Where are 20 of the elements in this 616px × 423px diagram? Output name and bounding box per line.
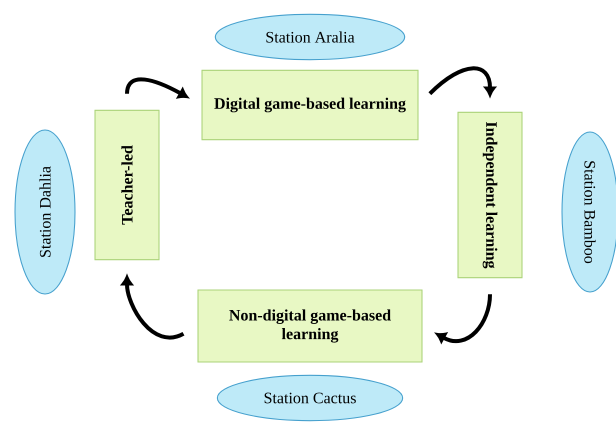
station-ellipse — [214, 14, 406, 60]
station-label: Station Cactus — [264, 392, 356, 404]
station-ellipse — [561, 131, 616, 293]
station-ellipse — [14, 129, 76, 295]
station-label: Station Bamboo — [584, 161, 596, 264]
activity-box — [201, 70, 419, 140]
curved-arrow — [428, 66, 496, 96]
station-label: Station Aralia — [266, 31, 354, 43]
activity-box — [197, 289, 423, 363]
activity-label: Non-digital game-based learning — [229, 309, 391, 343]
activity-label: Independent learning — [482, 122, 498, 268]
station-label: Station Dahlia — [39, 166, 51, 257]
activity-label: Teacher-led — [121, 145, 133, 225]
curved-arrow — [436, 294, 492, 344]
activity-label: Digital game-based learning — [214, 98, 406, 112]
activity-box — [94, 110, 160, 260]
station-ellipse — [216, 374, 404, 422]
activity-box — [457, 112, 523, 278]
curved-arrow — [125, 77, 188, 98]
curved-arrow — [121, 276, 184, 340]
